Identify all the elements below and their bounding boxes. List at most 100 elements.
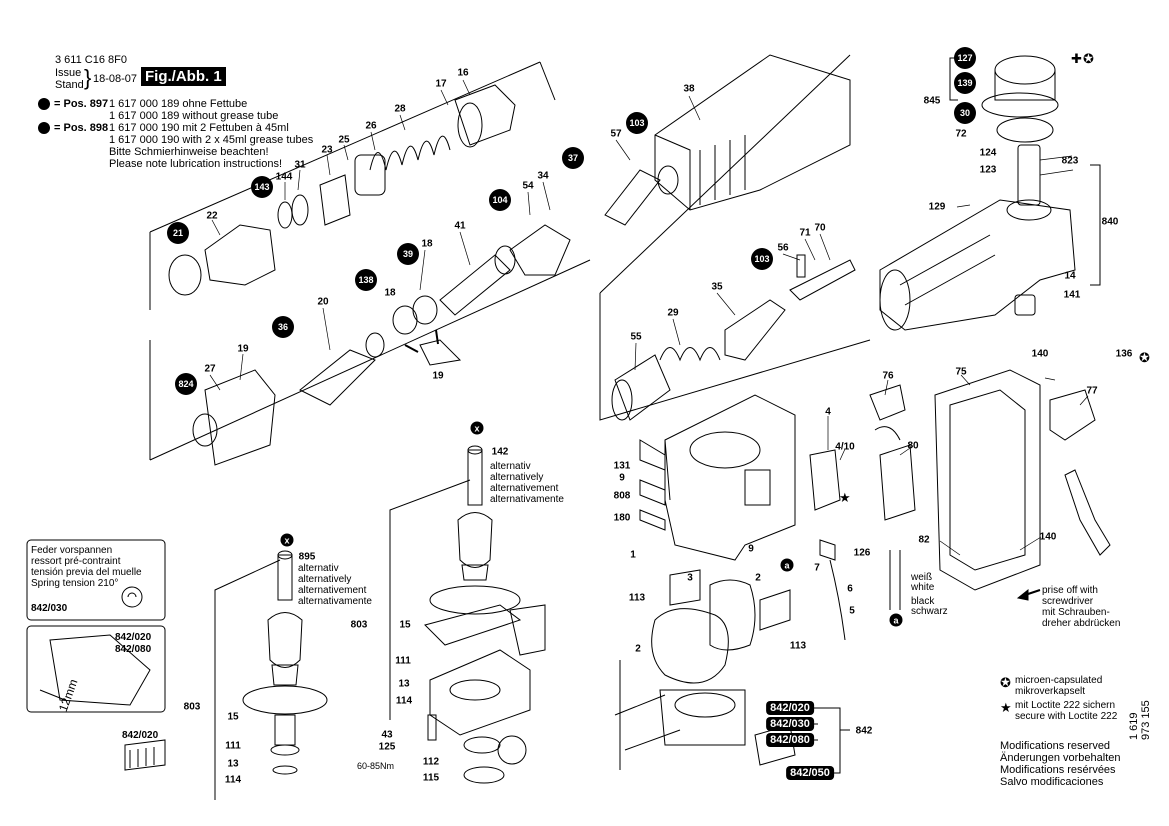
microen-star-icon: ✪ xyxy=(1000,675,1011,690)
brace: } xyxy=(84,65,92,90)
part-number: 21 xyxy=(167,222,189,244)
part-number: 38 xyxy=(683,83,695,95)
kit-tag: 842/050 xyxy=(786,766,834,780)
part-number: 808 xyxy=(613,490,631,502)
part-number: 139 xyxy=(954,72,976,94)
part-number: 16 xyxy=(457,67,469,79)
legend-microen: microen-capsulated mikroverkapselt xyxy=(1015,675,1102,697)
part-number: 76 xyxy=(882,370,894,382)
pos898-line-2: 1 617 000 190 with 2 x 45ml grease tubes xyxy=(109,134,314,146)
modifications: Modifications reserved Änderungen vorbeh… xyxy=(1000,740,1120,788)
legend-line: mit Loctite 222 sichern xyxy=(1015,700,1116,711)
part-number: 803 xyxy=(183,701,201,713)
box2-part-2: 842/080 xyxy=(115,644,152,655)
part-number: 136 xyxy=(1115,348,1133,360)
part-number: 840 xyxy=(1101,216,1119,228)
part-number: 104 xyxy=(489,189,511,211)
part-number: 75 xyxy=(955,366,967,378)
part-number: 19 xyxy=(237,343,249,355)
pos897-label: = Pos. 897 xyxy=(54,98,109,110)
part-number: 9 xyxy=(619,472,625,484)
kit-tag: 842/020 xyxy=(766,701,814,715)
kit-tag: 842/080 xyxy=(766,733,814,747)
part-number: 18 xyxy=(384,287,396,299)
alt-line: alternatively xyxy=(490,472,544,483)
part-number: 113 xyxy=(628,592,646,604)
alt-line: alternatively xyxy=(298,574,352,585)
legend-line: microen-capsulated xyxy=(1015,675,1103,686)
part-number: 823 xyxy=(1061,155,1079,167)
grease-dot-icon xyxy=(38,122,50,134)
part-number: 70 xyxy=(814,222,826,234)
spring-line: ressort pré-contraint xyxy=(31,556,121,567)
part-number: 895 xyxy=(298,551,316,563)
part-number: 111 xyxy=(225,740,241,752)
alt-block-left: alternativ alternatively alternativement… xyxy=(298,563,372,607)
part-number: 140 xyxy=(1031,348,1049,360)
part-number: 124 xyxy=(979,147,997,159)
mod-line: Modifications resérvées xyxy=(1000,764,1116,776)
alt-line: alternativement xyxy=(298,585,367,596)
part-number: 20 xyxy=(317,296,329,308)
part-number: 127 xyxy=(954,47,976,69)
loctite-star-icon: ★ xyxy=(1000,700,1012,715)
alt-line: alternativamente xyxy=(298,596,372,607)
wire-weiss: weiß xyxy=(911,572,933,583)
part-number: 14 xyxy=(1064,270,1076,282)
part-number: 103 xyxy=(751,248,773,270)
part-number: 114 xyxy=(224,774,242,786)
spring-line: Feder vorspannen xyxy=(31,545,113,556)
part-number: 23 xyxy=(321,144,333,156)
alt-line: alternativement xyxy=(490,483,559,494)
part-number: 144 xyxy=(275,171,293,183)
pos898-line-3: Bitte Schmierhinweise beachten! xyxy=(109,146,269,158)
side-number: 1 619 973 155 xyxy=(1128,700,1152,740)
part-number: 2 xyxy=(635,643,641,655)
spring-part: 842/030 xyxy=(31,603,68,614)
part-number: 9 xyxy=(748,543,754,555)
part-number: 43 xyxy=(381,729,393,741)
loctite-star-icon: ★ xyxy=(839,490,851,505)
part-number: 56 xyxy=(777,242,789,254)
alt-block-top: alternativ alternatively alternativement… xyxy=(490,461,564,505)
part-number: 39 xyxy=(397,243,419,265)
grease-dot-icon xyxy=(38,98,50,110)
pos898-label: = Pos. 898 xyxy=(54,122,109,134)
prise-off-note: prise off with screwdriver mit Schrauben… xyxy=(1042,585,1120,629)
part-number: 113 xyxy=(789,640,807,652)
part-number: 13 xyxy=(227,758,239,770)
wire-schwarz: schwarz xyxy=(911,606,948,617)
part-number: 6 xyxy=(847,583,853,595)
part-number: 112 xyxy=(422,756,440,768)
pos897-line-1: 1 617 000 189 ohne Fettube xyxy=(109,98,248,110)
part-number: 36 xyxy=(272,316,294,338)
part-number: 26 xyxy=(365,120,377,132)
marker-x: x xyxy=(280,533,294,547)
part-number: 22 xyxy=(206,210,218,222)
part-number: 4 xyxy=(825,406,831,418)
part-number: 123 xyxy=(979,164,997,176)
figure-label: Fig./Abb. 1 xyxy=(141,67,226,86)
part-number: 41 xyxy=(454,220,466,232)
part-number: 55 xyxy=(630,331,642,343)
part-number: 80 xyxy=(907,440,919,452)
legend-loctite: mit Loctite 222 sichern secure with Loct… xyxy=(1015,700,1117,722)
part-number: 180 xyxy=(613,512,631,524)
spring-line: Spring tension xyxy=(31,578,95,589)
alt-line: alternativ xyxy=(298,563,339,574)
part-number: 19 xyxy=(432,370,444,382)
part-number: 138 xyxy=(355,269,377,291)
part-number: 143 xyxy=(251,176,273,198)
pos898-line-4: Please note lubrication instructions! xyxy=(109,158,283,170)
frame-line xyxy=(149,61,541,233)
part-number: 131 xyxy=(613,460,631,472)
part-number: 37 xyxy=(562,147,584,169)
part-number: 34 xyxy=(537,170,549,182)
part-number: 2 xyxy=(755,572,761,584)
prise-line: dreher abdrücken xyxy=(1042,618,1121,629)
part-number: 1 xyxy=(630,549,636,561)
box2-part-1: 842/020 xyxy=(115,632,152,643)
mod-line: Salvo modificaciones xyxy=(1000,776,1104,788)
wire-white: white xyxy=(911,582,935,593)
